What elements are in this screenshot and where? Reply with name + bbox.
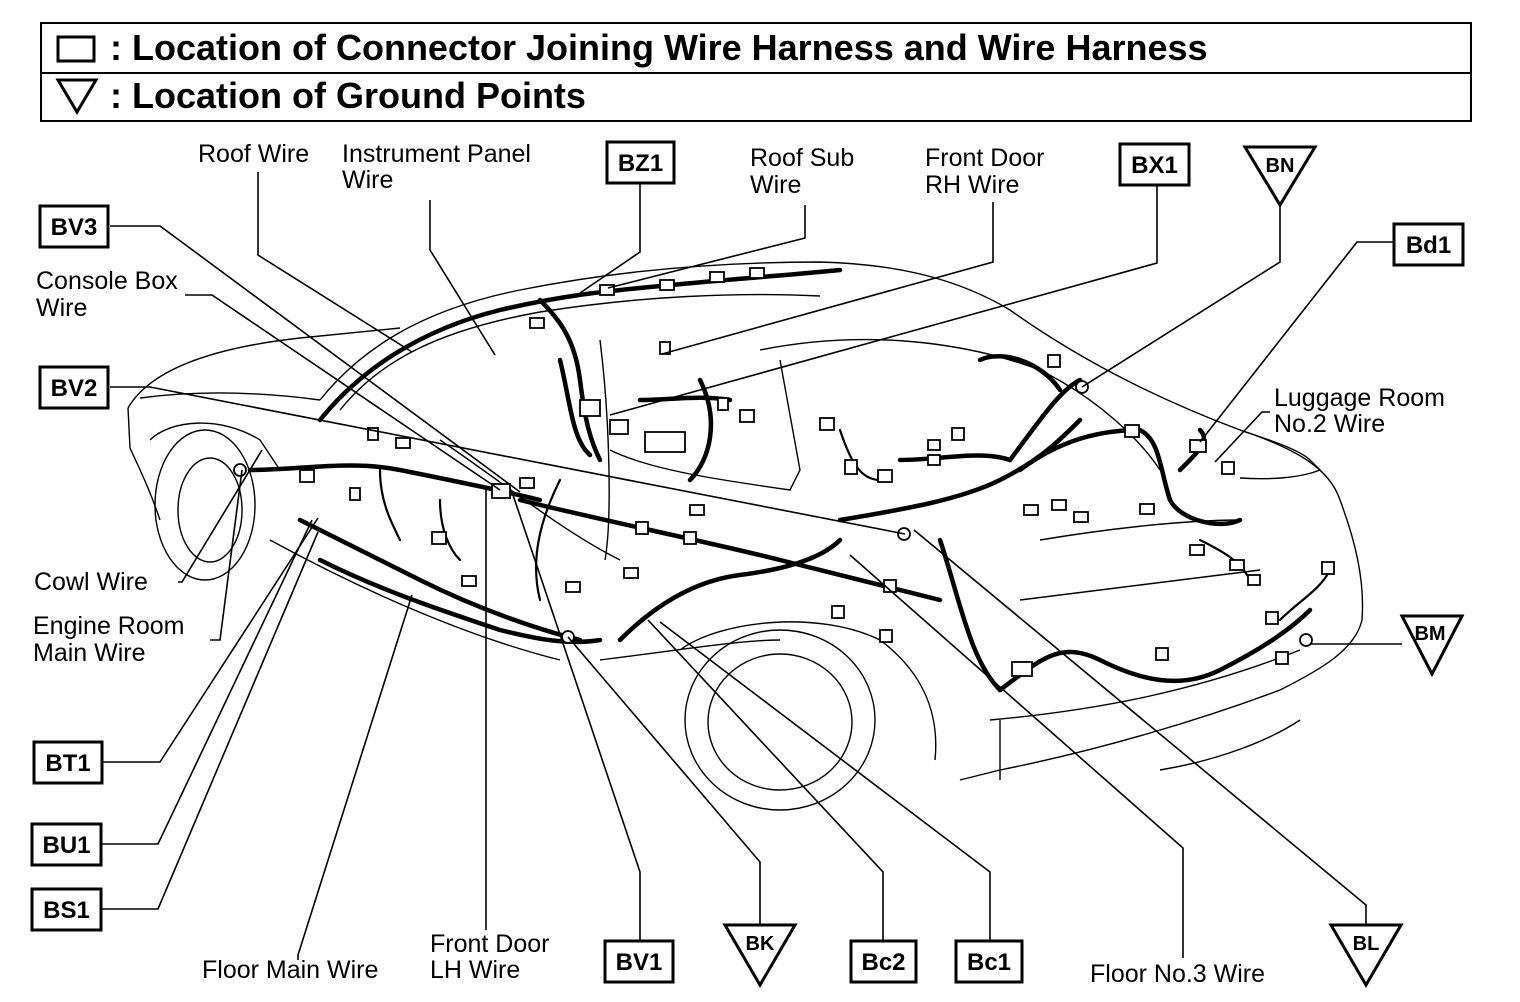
ground-triangle-bl: BL [1328,923,1404,988]
connector-box-bu1: BU1 [30,822,103,867]
front-wheel [154,429,256,581]
ground-triangle-bn: BN [1242,145,1318,208]
leader-instrument-panel-wire [429,200,496,356]
connector-box-bd1: Bd1 [1392,222,1465,267]
engine-room-main-wire-label-line1: Engine Room [33,612,184,640]
svg-text:BK: BK [746,933,775,955]
roof-sub-wire-label-line2: Wire [750,171,801,199]
wire-name-labels: Roof Wire Instrument Panel Wire Roof Sub… [33,140,1445,988]
leader-bn [1081,206,1281,388]
leader-cowl-wire [178,449,263,583]
leader-luggage-room-wire [1214,411,1270,463]
connector-blocks [299,267,1335,677]
leader-roof-wire [257,172,413,353]
leader-bx1 [609,186,1158,416]
luggage-room-wire-label-line2: No.2 Wire [1274,410,1385,438]
instrument-panel-wire-label-line2: Wire [342,166,393,194]
leader-engine-room-main-wire [210,469,243,641]
connector-box-bx1: BX1 [1118,142,1191,187]
leader-bk [567,636,761,925]
cowl-wire-label: Cowl Wire [34,568,148,596]
connector-box-bv3: BV3 [38,204,110,249]
svg-text:BT1: BT1 [45,750,90,777]
leader-roof-sub-wire [607,205,806,289]
roof-wire-label: Roof Wire [198,140,309,168]
ground-triangle-bm: BM [1399,614,1465,678]
leader-bz1 [579,184,641,294]
leader-bt1 [103,517,319,763]
svg-text:BS1: BS1 [43,897,90,924]
svg-text:BV3: BV3 [51,214,98,241]
svg-text:BM: BM [1414,623,1445,645]
ground-triangle-icon [55,78,99,115]
instrument-panel-wire-label-line1: Instrument Panel [342,140,531,168]
svg-text:Bd1: Bd1 [1406,232,1451,259]
floor-main-wire-label: Floor Main Wire [202,956,378,984]
svg-text:BV1: BV1 [616,949,663,976]
svg-text:BZ1: BZ1 [618,150,663,177]
leader-bs1 [102,531,319,910]
connector-box-bc1: Bc1 [954,939,1024,984]
legend-row-connector: : Location of Connector Joining Wire Har… [42,24,1470,74]
leader-bu1 [102,519,313,845]
legend-row-ground: : Location of Ground Points [42,72,1470,120]
leader-bl [913,529,1367,925]
connector-box-bv2: BV2 [38,365,110,410]
leader-bc1 [659,621,991,940]
rear-wheel [684,629,876,811]
leader-front-door-rh-wire [661,202,994,355]
leader-bv3 [110,225,521,493]
svg-text:BU1: BU1 [42,832,90,859]
legend-ground-text: : Location of Ground Points [110,75,586,116]
leader-bd1 [1199,241,1393,443]
front-door-rh-wire-label-line1: Front Door [925,144,1044,172]
leader-floor-main-wire [297,594,413,960]
luggage-room-wire-label-line1: Luggage Room [1274,384,1445,412]
svg-text:Bc1: Bc1 [967,949,1011,976]
console-box-wire-label-line1: Console Box [36,267,178,295]
ground-point-triangles: BN BM BK BL [722,145,1465,988]
leader-lines [102,172,1402,960]
connector-box-icon [56,35,96,63]
legend-connector-text: : Location of Connector Joining Wire Har… [110,27,1208,68]
leader-bv2 [110,386,906,535]
connector-box-bt1: BT1 [32,740,104,785]
connector-box-bc2: Bc2 [849,939,918,984]
front-door-rh-wire-label-line2: RH Wire [925,171,1019,199]
floor-no3-wire-label: Floor No.3 Wire [1090,960,1265,988]
svg-text:BN: BN [1266,155,1295,177]
leader-bc2 [647,619,884,940]
svg-text:BL: BL [1353,933,1380,955]
svg-text:BX1: BX1 [1131,152,1178,179]
car-body-outline [127,261,1364,811]
front-door-lh-wire-label-line1: Front Door [430,930,549,958]
leader-console-box-wire [185,294,501,491]
ground-triangle-bk: BK [722,923,798,988]
console-box-wire-label-line2: Wire [36,294,87,322]
front-door-lh-wire-label-line2: LH Wire [430,956,520,984]
legend-box: : Location of Connector Joining Wire Har… [40,22,1472,122]
leader-bv1 [511,491,641,940]
connector-box-bz1: BZ1 [605,140,676,185]
svg-text:Bc2: Bc2 [861,949,905,976]
svg-text:BV2: BV2 [51,375,98,402]
connector-code-boxes: BZ1 BX1 BV3 Bd1 BV2 BT1 BU1 BS1 [30,140,1465,984]
leader-floor-no3-wire [849,554,1184,958]
connector-box-bs1: BS1 [30,887,103,932]
connector-box-bv1: BV1 [603,939,675,984]
engine-room-main-wire-label-line2: Main Wire [33,639,146,667]
roof-sub-wire-label-line1: Roof Sub [750,144,854,172]
